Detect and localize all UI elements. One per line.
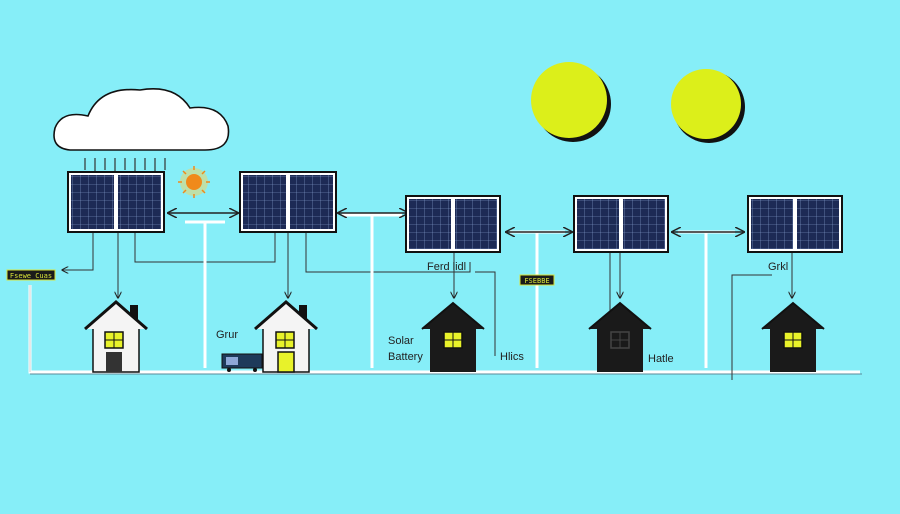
label-grkl: Grkl [768, 261, 788, 273]
sun-small-icon [671, 69, 745, 143]
tag-mid: FSEBBE [519, 274, 555, 286]
label-battery: Battery [388, 351, 423, 363]
solar-panel-4 [573, 195, 669, 253]
house-4-black [588, 301, 652, 372]
double-arrow-icon [168, 213, 744, 232]
cloud-icon [53, 88, 230, 151]
ground-bus-line [28, 285, 860, 374]
solar-panel-1 [67, 171, 165, 233]
solar-panel-5 [747, 195, 843, 253]
label-fed: Ferd lidl [427, 261, 466, 273]
tag-mid-text: FSEBBE [524, 277, 549, 285]
solar-panel-3 [405, 195, 501, 253]
rain-icon [84, 158, 166, 172]
label-hatle: Hatle [648, 353, 674, 365]
label-hlics: Hlics [500, 351, 524, 363]
tag-left: Fsewe Cuas [6, 269, 56, 281]
house-1-white [84, 300, 148, 373]
label-grur: Grur [216, 329, 238, 341]
sun-icon [178, 166, 210, 198]
sun-large-icon [531, 62, 611, 142]
house-2-white [254, 300, 318, 373]
solar-panel-2 [239, 171, 337, 233]
house-5-black [761, 301, 825, 372]
battery-icon [221, 353, 263, 372]
house-3-black [421, 301, 485, 372]
label-solar: Solar [388, 335, 414, 347]
tag-left-text: Fsewe Cuas [10, 272, 52, 280]
